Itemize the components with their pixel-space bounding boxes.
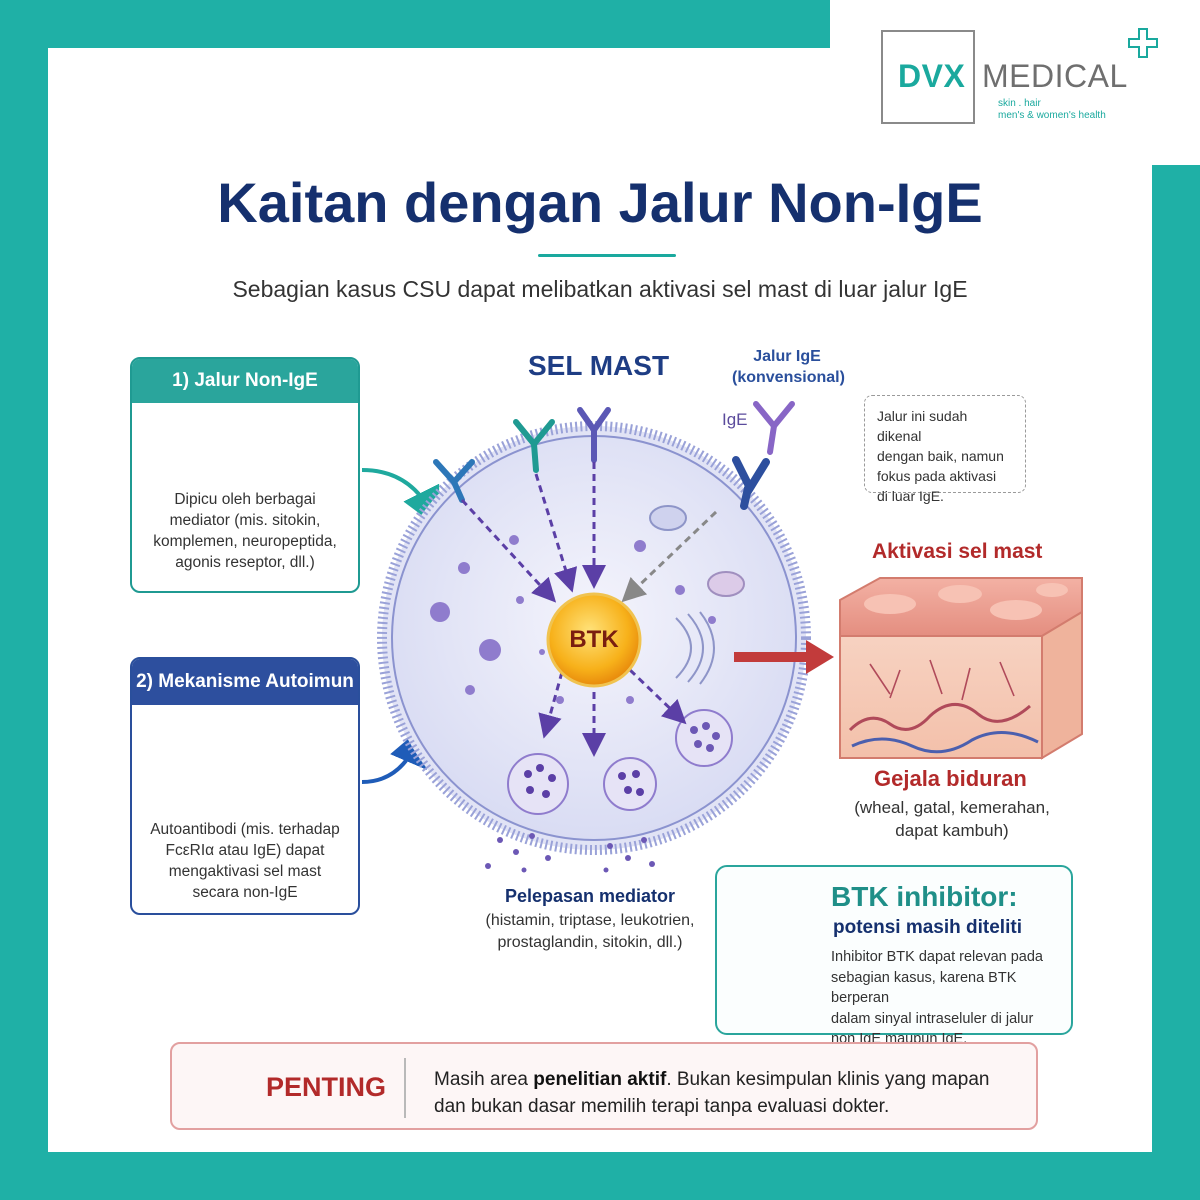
notice-text-post: . Bukan kesimpulan klinis yang mapan (666, 1069, 990, 1090)
mediator-line-2: prostaglandin, sitokin, dll.) (497, 934, 683, 951)
ige-label: IgE (722, 410, 748, 429)
panel-autoimmune: 2) Mekanisme Autoimun Autoantibodi (mis.… (130, 657, 360, 915)
ige-pathway-label: Jalur IgE (konvensional) (732, 346, 845, 388)
btk-line-1: Inhibitor BTK dapat relevan pada (831, 949, 1043, 965)
symptom-line-1: (wheal, gatal, kemerahan, (854, 798, 1050, 817)
arrow-nonige (361, 468, 440, 529)
symptom-description: (wheal, gatal, kemerahan, dapat kambuh) (842, 796, 1062, 842)
note-line-3: fokus pada aktivasi (877, 468, 997, 484)
note-line-1: Jalur ini sudah dikenal (877, 408, 968, 444)
ige-note: Jalur ini sudah dikenal dengan baik, nam… (864, 395, 1026, 504)
important-notice: PENTING Masih area penelitian aktif. Buk… (170, 1042, 1038, 1130)
btk-line-3: dalam sinyal intraseluler di jalur (831, 1010, 1034, 1027)
title-underline (538, 254, 676, 257)
panel-nonige-line-1: Dipicu oleh berbagai (174, 491, 316, 508)
panel-autoimmune-text: Autoantibodi (mis. terhadap FcεRIα atau … (142, 819, 348, 903)
btk-node (546, 592, 642, 688)
panel-autoimmune-line-1: Autoantibodi (mis. terhadap (150, 821, 340, 838)
activation-label: Aktivasi sel mast (872, 540, 1043, 563)
logo-medical: MEDICAL (982, 58, 1128, 94)
mediator-description: (histamin, triptase, leukotrien, prostag… (458, 910, 722, 954)
logo-dvx: DVX (898, 58, 966, 94)
membrane-receptors (433, 401, 795, 510)
logo-tagline-2: men's & women's health (998, 110, 1106, 121)
panel-nonige-line-3: komplemen, neuropeptida, (153, 533, 337, 550)
logo-tagline-1: skin . hair (998, 98, 1041, 109)
important-label: PENTING (266, 1072, 387, 1102)
panel-nonige-heading: 1) Jalur Non-IgE (132, 359, 358, 403)
symptom-line-2: dapat kambuh) (895, 821, 1009, 840)
panel-nonige-line-4: agonis reseptor, dll.) (175, 554, 315, 571)
signal-arrows (460, 462, 718, 757)
btk-inhibitor-text: Inhibitor BTK dapat relevan pada sebagia… (831, 947, 1067, 1050)
medical-plus-icon (1128, 28, 1158, 58)
note-line-4: di luar IgE. (877, 488, 944, 504)
notice-text: Masih area penelitian aktif. Bukan kesim… (434, 1066, 1024, 1120)
symptom-title: Gejala biduran (874, 766, 1027, 791)
cell-label: SEL MAST (528, 350, 670, 381)
notice-line-2: dan bukan dasar memilih terapi tanpa eva… (434, 1096, 890, 1117)
btk-inhibitor-box: BTK inhibitor: potensi masih diteliti In… (715, 865, 1073, 1047)
note-line-2: dengan baik, namun (877, 448, 1004, 464)
btk-label: BTK (569, 626, 619, 653)
panel-nonige-line-2: mediator (mis. sitokin, (169, 512, 321, 529)
mediator-title: Pelepasan mediator (504, 886, 676, 906)
btk-inhibitor-subtitle: potensi masih diteliti (833, 917, 1022, 938)
panel-autoimmune-line-3: mengaktivasi sel mast (168, 863, 322, 880)
notice-text-bold: penelitian aktif (533, 1069, 667, 1090)
btk-line-2: sebagian kasus, karena BTK berperan (831, 969, 1017, 1007)
panel-autoimmune-heading: 2) Mekanisme Autoimun (132, 659, 358, 705)
page-subtitle: Sebagian kasus CSU dapat melibatkan akti… (232, 276, 968, 302)
skin-illustration (839, 577, 1083, 760)
page-title: Kaitan dengan Jalur Non-IgE (217, 171, 983, 234)
logo-corner (830, 0, 1200, 165)
panel-autoimmune-line-4: secara non-IgE (192, 884, 298, 901)
ige-pathway-line-1: Jalur IgE (753, 348, 821, 365)
arrow-autoimmune (361, 725, 427, 784)
notice-text-pre: Masih area (434, 1069, 534, 1090)
notice-divider (404, 1058, 406, 1118)
activation-arrow (734, 640, 834, 674)
btk-inhibitor-title: BTK inhibitor: (831, 881, 1018, 912)
panel-autoimmune-line-2: FcεRIα atau IgE) dapat (165, 842, 325, 859)
panel-nonige: 1) Jalur Non-IgE Dipicu oleh berbagai me… (130, 357, 360, 593)
logo-frame (881, 30, 975, 124)
mediator-line-1: (histamin, triptase, leukotrien, (485, 912, 695, 929)
panel-nonige-text: Dipicu oleh berbagai mediator (mis. sito… (142, 489, 348, 573)
ige-pathway-line-2: (konvensional) (732, 369, 845, 386)
